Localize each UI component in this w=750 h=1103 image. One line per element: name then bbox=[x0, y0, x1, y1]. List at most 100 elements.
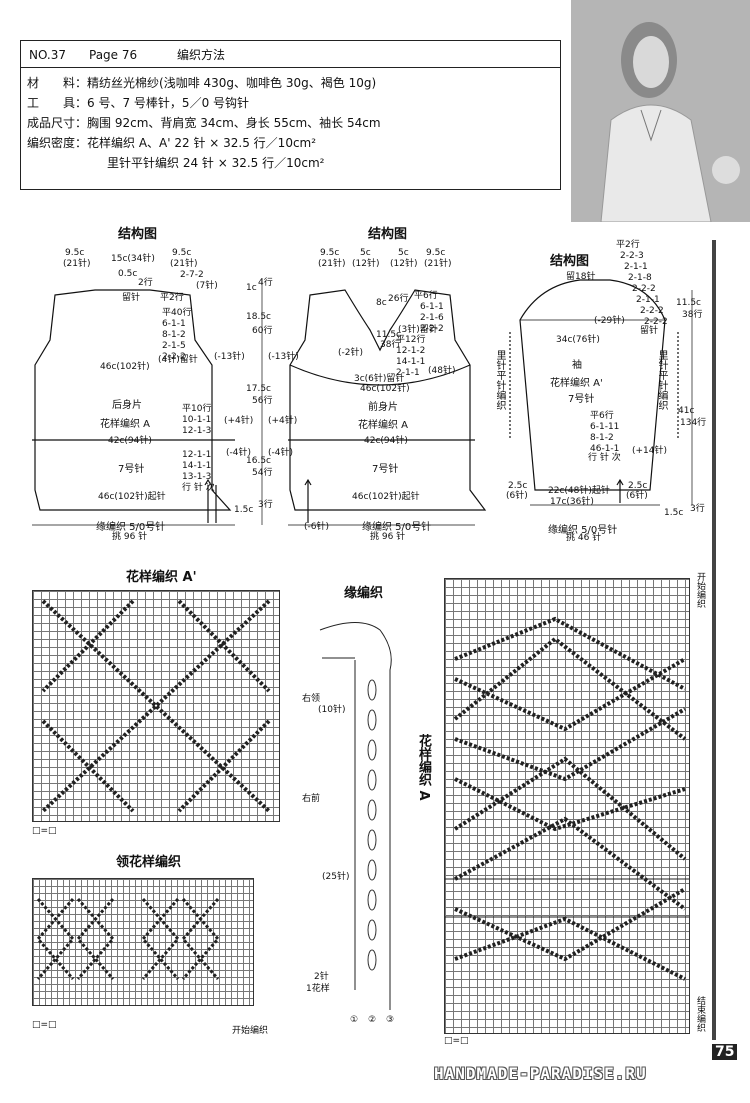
sleeve-t10: (-29针) bbox=[594, 316, 625, 326]
front-edge: 缘编织 5/0号针 bbox=[362, 522, 432, 533]
back-h4s: 54行 bbox=[252, 468, 273, 478]
sleeve-w22: 22c(48针)起针 bbox=[548, 486, 610, 496]
chart-a-start-label: 开始编织 bbox=[695, 572, 705, 608]
sleeve-t3: 2-1-1 bbox=[624, 262, 648, 272]
back-w3: 9.5c bbox=[172, 248, 192, 258]
page-side-bar bbox=[712, 240, 716, 1040]
sleeve-s1: 平6行 bbox=[590, 411, 614, 421]
sleeve-s5: 46-1-1 bbox=[590, 444, 620, 454]
front-w3: 5c bbox=[398, 248, 409, 258]
back-piece-diagram bbox=[32, 278, 263, 526]
sleeve-diagram bbox=[509, 279, 693, 506]
sleeve-h2: 41c bbox=[678, 406, 695, 416]
collar-chart-grid bbox=[32, 878, 254, 1006]
front-needle: 7号针 bbox=[372, 464, 399, 475]
pattern-a-title: 花样编织 A bbox=[416, 734, 431, 801]
back-mark: 留针 bbox=[122, 293, 141, 303]
header-divider bbox=[21, 67, 560, 68]
front-w42: 42c(94针) bbox=[364, 436, 408, 446]
back-inc1: 平10行 bbox=[182, 404, 212, 414]
edge-chart-title: 缘编织 bbox=[344, 586, 384, 601]
sleeve-t9: 2-2-2 bbox=[644, 317, 668, 327]
back-r5: 2-2-2 bbox=[162, 352, 186, 362]
sleeve-h3: 1.5c bbox=[664, 508, 684, 518]
back-edge: 缘编织 5/0号针 bbox=[96, 522, 166, 533]
sleeve-h1: 11.5c bbox=[676, 298, 701, 308]
sleeve-s6: 行 针 次 bbox=[588, 453, 621, 463]
back-h1s: 4行 bbox=[258, 278, 273, 288]
front-chest: 46c(102针) bbox=[360, 384, 410, 394]
back-dec2: 14-1-1 bbox=[182, 461, 212, 471]
chart-a-grid bbox=[444, 578, 690, 1034]
sleeve-h1s: 38行 bbox=[682, 310, 703, 320]
sleeve-w34: 34c(76针) bbox=[556, 335, 600, 345]
front-n6: 平12行 bbox=[396, 335, 426, 345]
collar-chart-pattern bbox=[36, 898, 220, 980]
back-h3s: 56行 bbox=[252, 396, 273, 406]
back-inc4: (+4针) bbox=[224, 416, 254, 426]
edge-circle-1: ① bbox=[350, 1015, 359, 1025]
back-w1s: (21针) bbox=[63, 259, 91, 269]
back-arm2: (-13针) bbox=[268, 352, 299, 362]
sleeve-t6: 2-1-1 bbox=[636, 295, 660, 305]
spec-materials: 材 料：精纺丝光棉纱(浅咖啡 430g、咖啡色 30g、褐色 10g) bbox=[27, 76, 377, 90]
sleeve-t1: 平2行 bbox=[616, 240, 640, 250]
front-n10: (-2针) bbox=[338, 348, 363, 358]
front-pattern: 花样编织 A bbox=[358, 420, 409, 431]
front-n2: 6-1-1 bbox=[420, 302, 444, 312]
front-n12: 3c(6针)留针 bbox=[354, 374, 405, 384]
sleeve-edge: 缘编织 5/0号针 bbox=[548, 525, 618, 536]
sleeve-needle: 7号针 bbox=[568, 394, 595, 405]
front-name: 前身片 bbox=[368, 402, 398, 413]
front-bottom: 46c(102针)起针 bbox=[352, 492, 420, 502]
sleeve-s3: 8-1-2 bbox=[590, 433, 614, 443]
front-v2s: 38行 bbox=[380, 340, 401, 350]
edge-2st: 2针 bbox=[314, 972, 329, 982]
edge-right-front: 右前 bbox=[302, 794, 321, 804]
front-w3s: (12针) bbox=[390, 259, 418, 269]
edge-circle-2: ② bbox=[368, 1015, 377, 1025]
back-h3: 17.5c bbox=[246, 384, 271, 394]
front-v1s: 26行 bbox=[388, 294, 409, 304]
legend-collar: □=□ bbox=[32, 1020, 57, 1030]
back-name: 后身片 bbox=[112, 400, 142, 411]
back-arm: (-13针) bbox=[214, 352, 245, 362]
header-box: NO.37 Page 76 编织方法 材 料：精纺丝光棉纱(浅咖啡 430g、咖… bbox=[20, 40, 561, 190]
back-neck2: 2行 bbox=[138, 278, 153, 288]
chart-a-end-label: 结束编织 bbox=[695, 996, 705, 1032]
sleeve-top: 留18针 bbox=[566, 272, 596, 282]
back-inc5: (+4针) bbox=[268, 416, 298, 426]
back-w1: 9.5c bbox=[65, 248, 85, 258]
method-title: 编织方法 bbox=[177, 48, 226, 62]
back-h2s: 60行 bbox=[252, 326, 273, 336]
sleeve-b2s: (6针) bbox=[626, 491, 648, 501]
model-photo bbox=[571, 0, 750, 222]
sleeve-h3s: 3行 bbox=[690, 504, 705, 514]
sleeve-b1: 2.5c bbox=[508, 481, 528, 491]
pattern-page: Page 76 bbox=[89, 48, 138, 62]
page-number: 75 bbox=[712, 1044, 738, 1060]
sleeve-t11: 留针 bbox=[640, 326, 659, 336]
sleeve-t7: 2-2-2 bbox=[640, 306, 664, 316]
back-h5: 1.5c bbox=[234, 505, 254, 515]
back-mark2: 平2行 bbox=[160, 293, 184, 303]
sleeve-b1s: (6针) bbox=[506, 491, 528, 501]
back-dec1: 12-1-1 bbox=[182, 450, 212, 460]
back-pattern: 花样编织 A bbox=[100, 419, 151, 430]
back-dec6: (-4针) bbox=[268, 448, 293, 458]
back-inc3: 12-1-3 bbox=[182, 426, 212, 436]
chart-a-prime-pattern bbox=[41, 599, 271, 813]
back-bottom: 46c(102针)起针 bbox=[98, 492, 166, 502]
spec-tools: 工 具：6 号、7 号棒针，5／0 号钩针 bbox=[27, 96, 250, 110]
edge-10st: (10针) bbox=[318, 705, 346, 715]
back-w2: 15c(34针) bbox=[111, 254, 155, 264]
pattern-number: NO.37 bbox=[29, 48, 67, 62]
front-w2: 5c bbox=[360, 248, 371, 258]
front-n9: 2-1-1 bbox=[396, 368, 420, 378]
sleeve-h2s: 134行 bbox=[680, 418, 707, 428]
sleeve-t4: 2-1-8 bbox=[628, 273, 652, 283]
sleeve-pattern: 花样编织 A' bbox=[550, 378, 603, 389]
sleeve-t5: 2-2-2 bbox=[632, 284, 656, 294]
edge-chart-diagram bbox=[319, 622, 392, 1010]
front-diagram-title: 结构图 bbox=[368, 227, 408, 242]
